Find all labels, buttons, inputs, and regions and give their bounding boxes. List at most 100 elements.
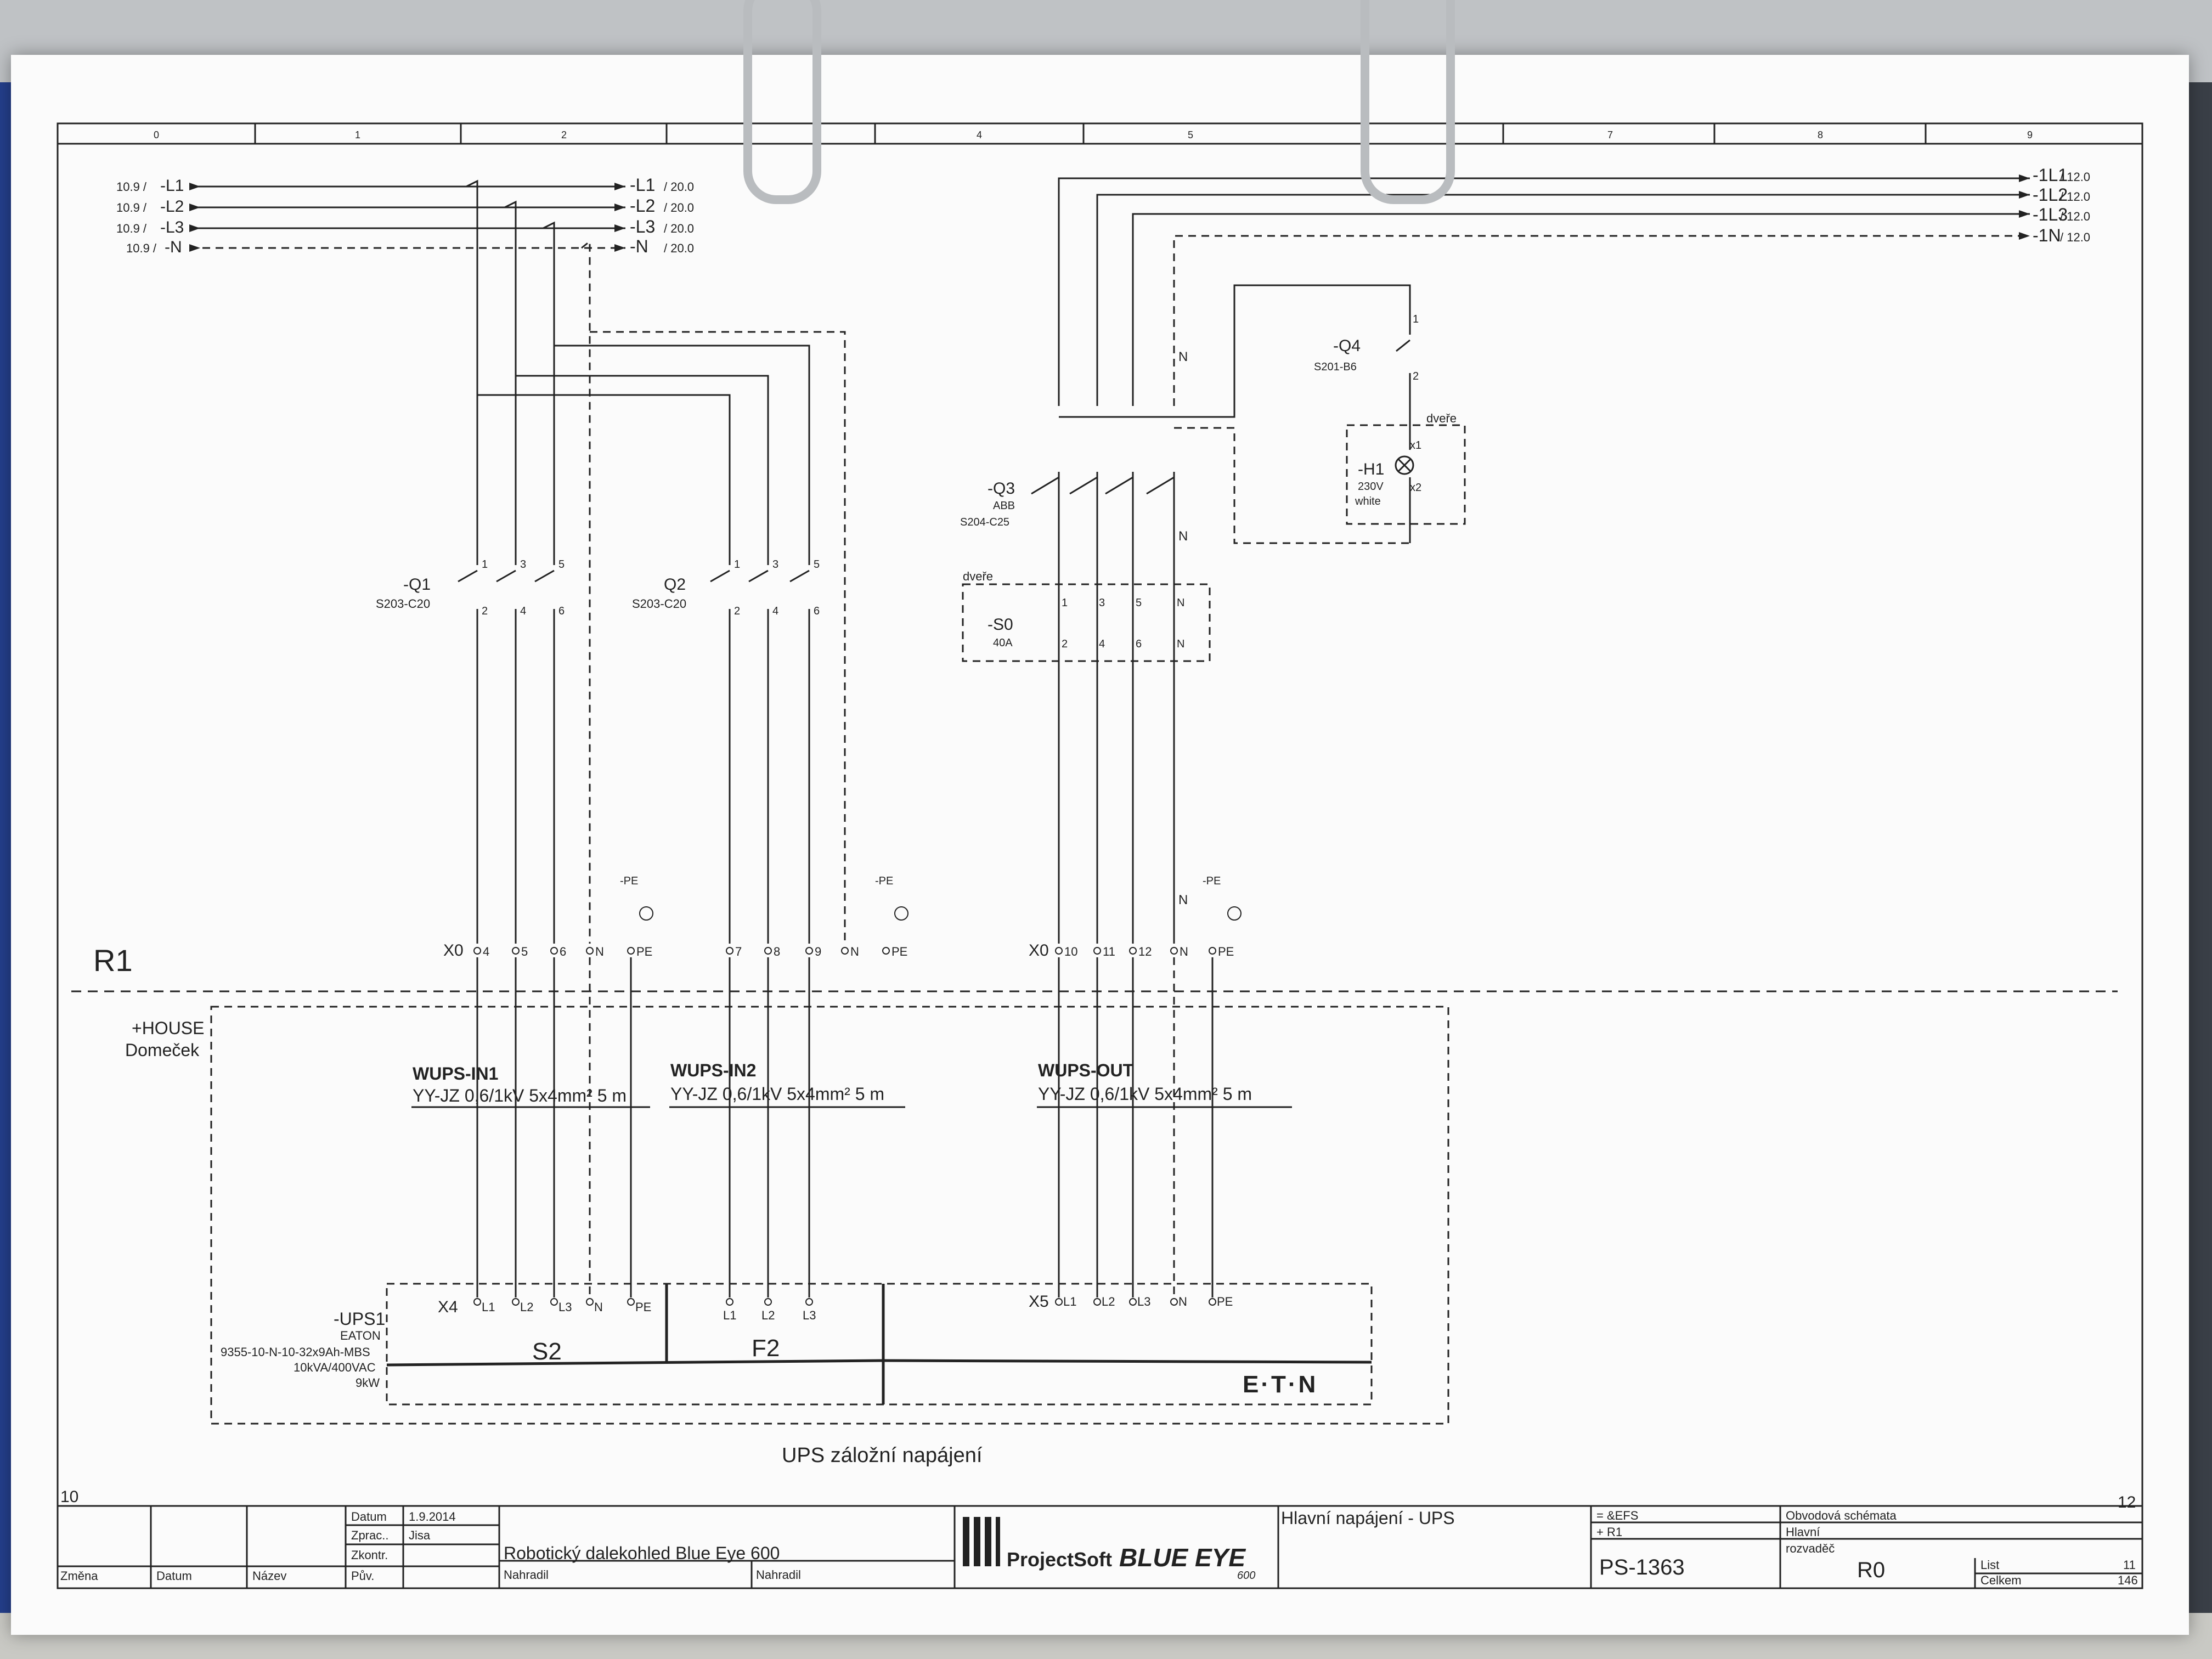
tb-device: Hlavní (1786, 1525, 1820, 1539)
cable-spec: YY-JZ 0,6/1kV 5x4mm² 5 m (413, 1086, 627, 1105)
n-label: N (1178, 529, 1188, 544)
terminal-pin: N (850, 945, 859, 958)
column-label: 5 (1188, 129, 1193, 140)
q2-pin: 6 (814, 605, 820, 617)
s0-pin: 4 (1099, 638, 1105, 650)
tb-device2: rozvaděč (1786, 1542, 1835, 1555)
projectsoft-logo (963, 1517, 1000, 1566)
output-ref: / 12.0 (2060, 190, 2090, 204)
column-label: 0 (154, 129, 159, 140)
input-ref: 10.9 / (116, 201, 147, 215)
column-label: 2 (561, 129, 567, 140)
column-labels: 0 1 2 4 5 7 8 9 (154, 129, 2033, 140)
tb-label: Celkem (1980, 1573, 2022, 1587)
location-house-name: Domeček (125, 1040, 200, 1060)
q1-pin: 4 (520, 605, 526, 617)
terminal-pin: 5 (521, 945, 528, 958)
terminal-pin: L1 (1063, 1295, 1076, 1308)
terminal-pin: L1 (482, 1300, 495, 1314)
q4-type: S201-B6 (1314, 361, 1357, 373)
h1-color: white (1355, 495, 1381, 507)
column-label: 1 (355, 129, 360, 140)
h1-pin: x1 (1410, 439, 1421, 452)
tb-label: Nahradil (504, 1568, 549, 1582)
tb-label: List (1980, 1558, 1999, 1572)
output-ref: / 12.0 (2060, 170, 2090, 184)
column-label: 7 (1607, 129, 1613, 140)
terminal-pin: 6 (560, 945, 566, 958)
input-ref: 10.9 / (116, 222, 147, 235)
tb-drawing-no: PS-1363 (1599, 1555, 1685, 1579)
terminal-pin: PE (636, 945, 652, 958)
output-ref: / 20.0 (664, 241, 694, 255)
terminal-pin: 7 (735, 945, 742, 958)
pe-label: -PE (1203, 875, 1221, 887)
pe-label: -PE (620, 875, 638, 887)
ups-f2: F2 (752, 1335, 780, 1362)
q2-pin: 2 (734, 605, 740, 617)
q3-label: -Q3 (988, 479, 1015, 498)
ups-s2: S2 (532, 1338, 562, 1365)
tb-label: Zkontr. (351, 1548, 388, 1562)
terminal-x0b: X0 (1029, 941, 1049, 960)
page-right: 12 (2118, 1493, 2136, 1511)
terminal-pin: PE (891, 945, 907, 958)
h1-label: -H1 (1358, 460, 1384, 478)
terminal-pin: PE (1218, 945, 1234, 958)
q1-pin: 1 (482, 558, 488, 571)
terminal-pin: L3 (1137, 1295, 1150, 1308)
s0-box-label: dveře (963, 569, 993, 583)
tb-label: Zprac.. (351, 1528, 388, 1542)
output-name: -1L2 (2033, 185, 2068, 205)
output-name: -L2 (630, 196, 655, 216)
terminal-pin: N (594, 1300, 603, 1314)
s0-pin: N (1177, 638, 1184, 650)
tb-doc-type: Obvodová schémata (1786, 1509, 1897, 1522)
q2-pin: 3 (772, 558, 778, 571)
tb-product: BLUE EYE (1119, 1543, 1246, 1572)
terminal-x5: X5 (1029, 1293, 1049, 1311)
tb-value: 1.9.2014 (409, 1510, 456, 1523)
terminal-pin: 9 (815, 945, 821, 958)
tb-label: Datum (351, 1510, 387, 1523)
terminal-pin: 12 (1138, 945, 1152, 958)
tb-func: = &EFS (1596, 1509, 1638, 1522)
input-name: -N (165, 238, 182, 256)
h1-voltage: 230V (1358, 481, 1384, 493)
h1-box-label: dveře (1426, 411, 1457, 425)
terminal-pin: L2 (520, 1300, 533, 1314)
ups-name: -UPS1 (334, 1309, 385, 1329)
tb-label: Změna (60, 1569, 98, 1583)
tb-project: Robotický dalekohled Blue Eye 600 (504, 1543, 780, 1563)
q1-pin: 5 (558, 558, 565, 571)
tb-sheet-title: Hlavní napájení - UPS (1281, 1508, 1455, 1528)
terminal-pin: N (595, 945, 604, 958)
tb-celkem: 146 (2118, 1573, 2138, 1587)
n-label: N (1178, 349, 1188, 364)
input-name: -L1 (160, 177, 184, 195)
pe-label: -PE (875, 875, 893, 887)
terminal-pin: N (1178, 1295, 1187, 1308)
terminal-x0: X0 (443, 941, 464, 960)
q2-type: S203-C20 (632, 597, 686, 611)
terminal-pin: PE (635, 1300, 651, 1314)
terminal-pin: L2 (1102, 1295, 1115, 1308)
cable-spec: YY-JZ 0,6/1kV 5x4mm² 5 m (1038, 1084, 1252, 1104)
tb-label: Název (252, 1569, 286, 1583)
location-house: +HOUSE (132, 1018, 204, 1038)
h1-pin: x2 (1410, 482, 1421, 494)
tb-place: + R1 (1596, 1525, 1622, 1539)
output-name: -1N (2033, 225, 2061, 245)
input-name: -L3 (160, 218, 184, 236)
output-ref: / 12.0 (2060, 210, 2090, 223)
output-ref: / 20.0 (664, 222, 694, 235)
q4-label: -Q4 (1333, 337, 1361, 355)
terminal-x4: X4 (438, 1298, 458, 1316)
tb-list: 11 (2123, 1558, 2136, 1572)
tb-company: ProjectSoft (1007, 1548, 1112, 1571)
q1-pin: 6 (558, 605, 565, 617)
n-label: N (1178, 893, 1188, 907)
input-ref: 10.9 / (126, 241, 157, 255)
s0-pin: N (1177, 597, 1184, 609)
cable-name: WUPS-IN2 (670, 1060, 756, 1080)
